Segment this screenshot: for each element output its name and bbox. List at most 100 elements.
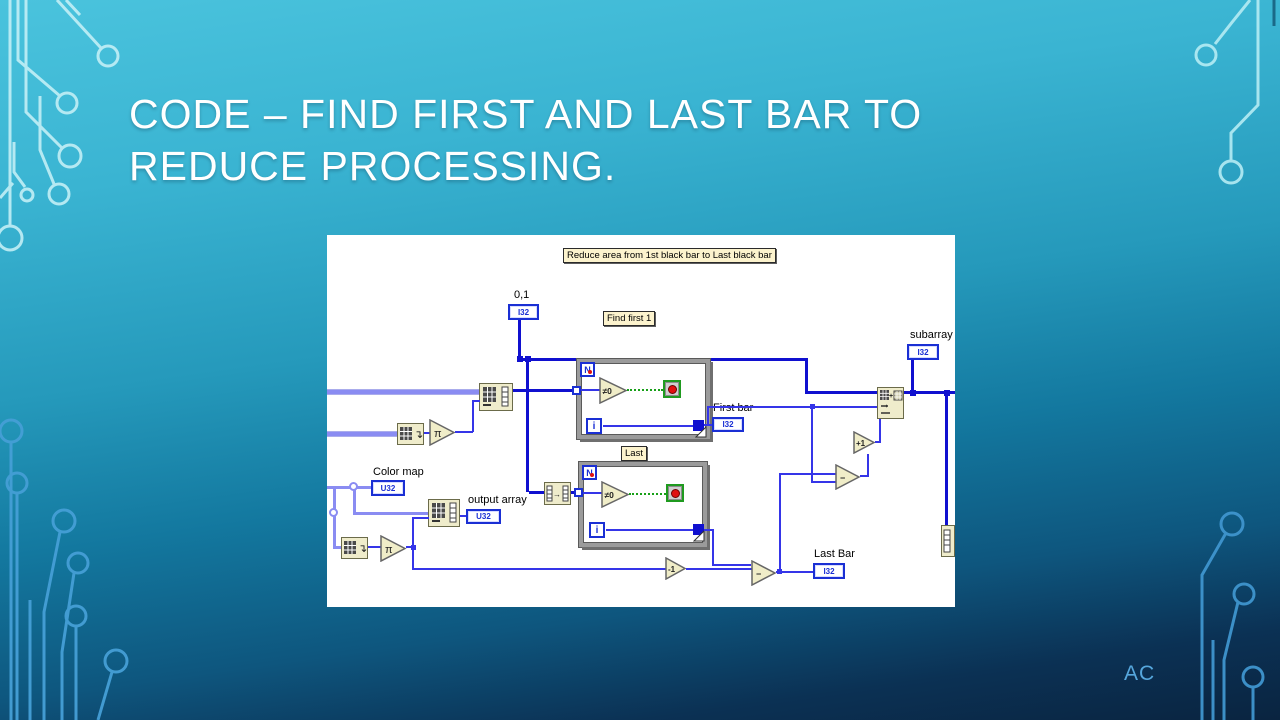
array-extract-node: ↴ [397,423,424,445]
svg-text:π: π [434,428,442,440]
wire [879,419,881,443]
subtract-node: − [751,560,777,586]
while-loop-find-first [577,359,710,439]
label-first-bar: First bar [713,402,754,414]
wire [406,546,414,548]
loop-corner-flag [693,530,705,542]
wire [424,432,431,434]
label-output-array: output array [468,494,527,506]
subtract-node: − [835,464,861,490]
wire [412,518,414,548]
wire [712,529,714,565]
wire [327,390,479,394]
loop-input-tunnel [574,488,583,497]
stop-button-icon [670,488,680,498]
wire-junction [777,569,782,574]
wire [904,391,955,394]
index-array-node [479,383,513,411]
wire [526,361,529,492]
svg-text:↴: ↴ [414,429,423,441]
wire [860,475,869,477]
loop-output-tunnel [693,420,704,431]
loop-output-tunnel [693,524,704,535]
labview-block-diagram: Reduce area from 1st black bar to Last b… [327,235,955,607]
wire [805,391,877,394]
stop-button-icon [667,384,677,394]
wire [327,432,397,436]
terminal-const-01: I32 [508,304,539,320]
svg-text:−: − [840,473,845,483]
label-subarray: subarray [910,329,953,341]
array-node-partial [941,525,955,557]
wire [518,320,521,358]
not-equal-zero-node: ≠0 [601,481,630,508]
iteration-terminal: i [586,418,602,434]
label-color-map: Color map [373,466,424,478]
wire [606,529,693,531]
wire [779,474,781,571]
loop-condition-terminal [666,484,684,502]
wire-junction [411,545,416,550]
wire [686,568,752,570]
svg-text:-1: -1 [668,565,676,574]
svg-text:π: π [385,544,393,556]
wire-junction [517,356,523,362]
wire [704,529,714,531]
terminal-first-bar: I32 [712,417,744,432]
wire [811,407,813,483]
decrement-node: -1 [665,557,687,580]
wire [707,407,709,425]
label-const-01: 0,1 [514,289,530,301]
label-last-bar: Last Bar [814,548,855,560]
terminal-subarray: I32 [907,344,939,360]
loop-condition-terminal [663,380,681,398]
wire-junction [810,404,815,409]
wire [811,481,836,483]
wire [875,441,881,443]
terminal-last-bar: I32 [813,563,845,579]
wire-junction [349,482,358,491]
reverse-array-node: → [544,482,571,505]
array-extract-node: ↴ [341,537,368,559]
wire [704,424,712,426]
wire-junction [525,356,531,362]
iteration-terminal: i [589,522,605,538]
wire-junction [910,390,916,396]
wire [412,568,666,570]
wire [603,425,693,427]
wire [707,406,877,408]
wire [529,491,544,494]
pi-function-node: π [380,535,407,562]
svg-text:+1: +1 [856,439,866,448]
array-subset-node: + [877,387,904,419]
pi-function-node: π [429,419,456,446]
boolean-wire [627,389,663,391]
wire [353,512,428,515]
terminal-output-array: U32 [466,509,501,524]
wire [776,571,813,573]
comment-reduce-area: Reduce area from 1st black bar to Last b… [563,248,776,263]
wire [460,515,466,517]
boolean-wire [629,493,666,495]
wire [945,393,948,527]
loop-corner-flag [695,426,707,438]
svg-text:↴: ↴ [358,543,367,555]
wire [472,400,480,402]
wire [513,389,572,392]
svg-text:≠0: ≠0 [603,386,613,396]
terminal-color-map: U32 [371,480,405,496]
wire [581,389,600,391]
wire [333,486,336,549]
increment-node: +1 [853,431,876,454]
wire [867,454,869,477]
wire [455,431,473,433]
svg-text:→: → [553,490,561,499]
loop-count-icon: N [580,362,595,377]
svg-text:−: − [756,569,761,579]
wire [472,401,474,432]
wire [353,486,356,515]
wire [412,517,429,519]
slide-title: CODE – FIND FIRST AND LAST BAR TO REDUCE… [129,91,923,190]
wire-junction [944,390,950,396]
